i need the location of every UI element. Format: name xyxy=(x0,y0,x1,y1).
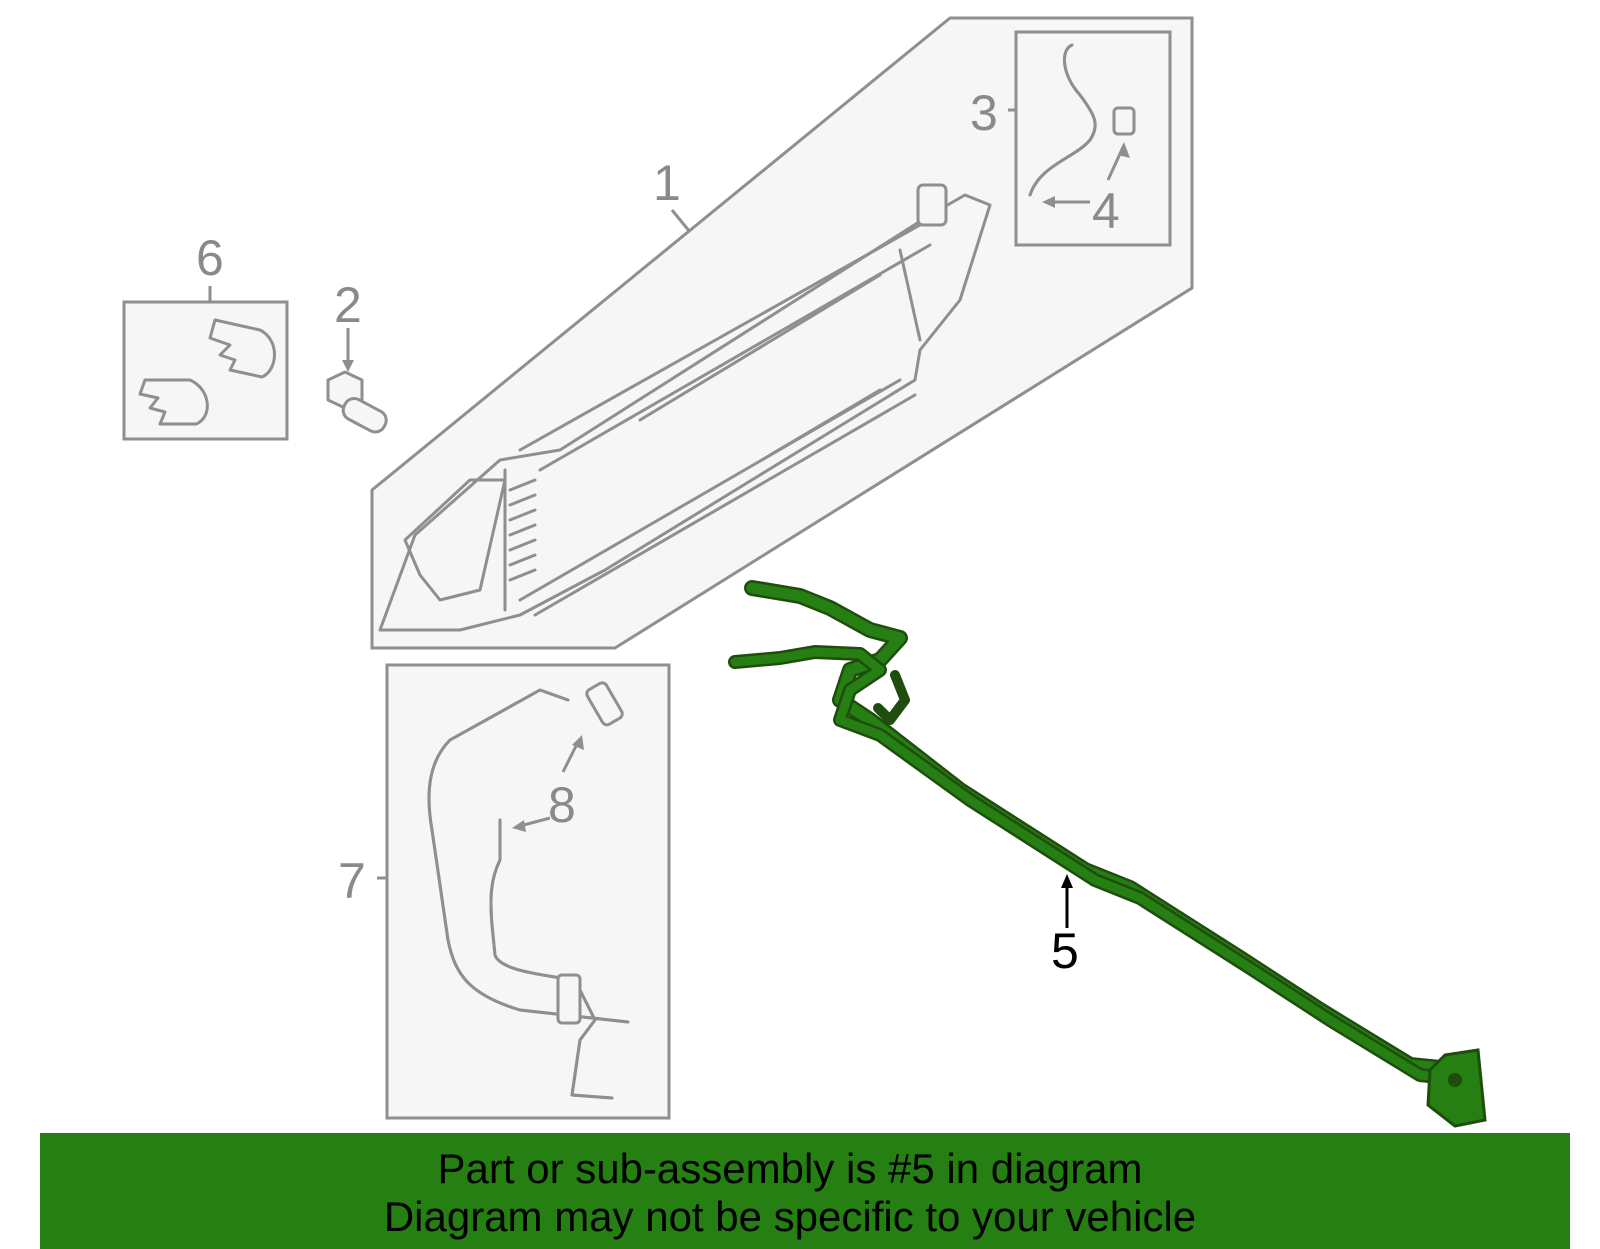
part-6-clip-panel xyxy=(122,286,289,441)
part-3-hose-panel xyxy=(1008,30,1172,247)
callout-8: 8 xyxy=(548,777,576,833)
part-1-cooler-panel xyxy=(370,16,1194,650)
callout-1: 1 xyxy=(653,155,681,211)
callout-7: 7 xyxy=(338,853,366,909)
callout-5: 5 xyxy=(1051,923,1079,979)
part-7-tube-panel xyxy=(377,663,671,1120)
part-5-cooler-tube-highlighted xyxy=(728,580,1487,1128)
callout-3: 3 xyxy=(970,85,998,141)
banner-line-disclaimer: Diagram may not be specific to your vehi… xyxy=(383,1193,1197,1240)
callout-6: 6 xyxy=(196,230,224,286)
highlight-notice-banner: Part or sub-assembly is #5 in diagram Di… xyxy=(40,1133,1570,1249)
part-2-bolt xyxy=(326,328,388,434)
callout-2: 2 xyxy=(334,277,362,333)
callout-4: 4 xyxy=(1092,183,1120,239)
banner-line-part-number: Part or sub-assembly is #5 in diagram xyxy=(437,1145,1143,1192)
callout-1-leader xyxy=(670,209,692,233)
